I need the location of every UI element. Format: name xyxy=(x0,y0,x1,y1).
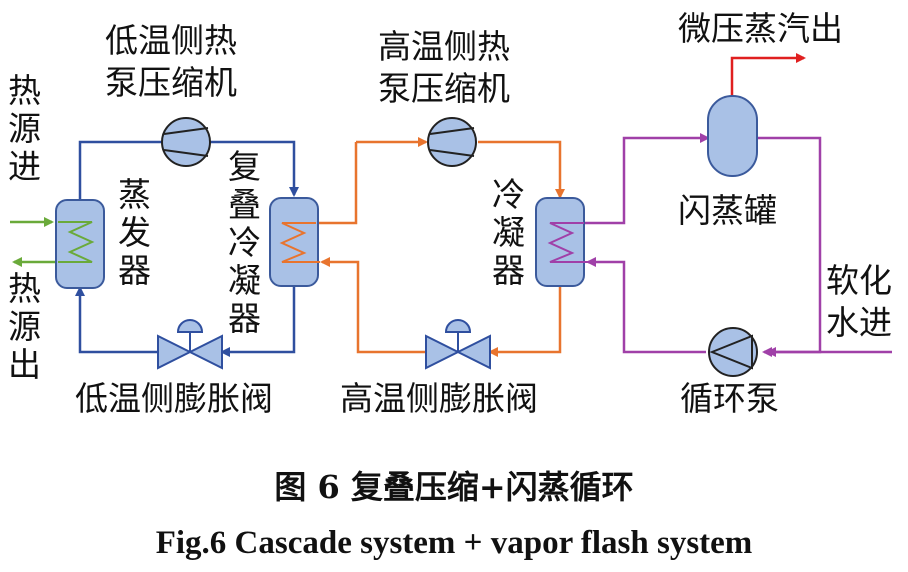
condenser-coil xyxy=(547,222,588,263)
flash-tank-label: 闪蒸罐 xyxy=(678,191,777,230)
heat-source-in-char3: 进 xyxy=(8,147,41,186)
evaporator-label-char1: 蒸 xyxy=(118,175,151,214)
soft-water-label-line1: 软化 xyxy=(826,261,892,300)
cascade-condenser-label-char1: 复 xyxy=(228,147,261,186)
low-temp-loop xyxy=(75,140,299,357)
cascade-condenser xyxy=(269,197,320,287)
cascade-condenser-label-char3: 冷 xyxy=(228,223,261,262)
heat-source-in-char2: 源 xyxy=(8,109,41,148)
condenser-label-char2: 凝 xyxy=(492,213,525,252)
low-pipe-valve-to-evap xyxy=(75,286,158,354)
heat-source-in-char1: 热 xyxy=(8,71,41,110)
water-pipe-pump-to-condenser xyxy=(586,257,706,354)
evaporator xyxy=(55,199,105,289)
high-compressor-label-line1: 高温侧热 xyxy=(378,27,510,66)
low-compressor-label-line2: 泵压缩机 xyxy=(105,63,237,102)
high-valve-label: 高温侧膨胀阀 xyxy=(340,379,538,418)
steam-out-pipe xyxy=(730,53,806,98)
cascade-condenser-label-char5: 器 xyxy=(228,299,261,338)
water-pipe-condenser-to-flash xyxy=(584,133,710,225)
low-pipe-compressor-to-cascade xyxy=(210,140,299,197)
high-temp-loop xyxy=(318,137,565,357)
high-valve-icon xyxy=(425,319,491,370)
low-pipe-evap-to-compressor xyxy=(78,140,162,200)
condenser xyxy=(535,197,588,287)
cascade-condenser-label-char4: 凝 xyxy=(228,261,261,300)
pump-label: 循环泵 xyxy=(680,379,779,418)
evaporator-coil xyxy=(58,221,95,263)
soft-water-label-line2: 水进 xyxy=(826,303,892,342)
evaporator-label-char3: 器 xyxy=(118,251,151,290)
cascade-condenser-label-char2: 叠 xyxy=(228,185,261,224)
steam-out-label: 微压蒸汽出 xyxy=(678,9,843,48)
heat-source-out-char3: 出 xyxy=(8,345,41,384)
low-compressor-icon xyxy=(161,117,211,167)
high-pipe-valve-to-cascade xyxy=(320,257,426,354)
circulation-pump-icon xyxy=(708,327,758,377)
low-pipe-cascade-to-valve xyxy=(220,285,296,357)
heat-source-out-char2: 源 xyxy=(8,307,41,346)
flash-tank xyxy=(707,95,758,177)
water-loop xyxy=(584,133,892,357)
condenser-label-char1: 冷 xyxy=(492,175,525,214)
high-compressor-icon xyxy=(427,117,477,167)
water-pipe-flash-to-pump xyxy=(757,136,822,357)
heat-source-out-char1: 热 xyxy=(8,269,41,308)
high-compressor-label-line2: 泵压缩机 xyxy=(378,69,510,108)
caption-chinese: 图 6 复叠压缩+闪蒸循环 xyxy=(274,468,633,506)
high-pipe-condenser-to-valve xyxy=(488,285,562,357)
condenser-label-char3: 器 xyxy=(492,251,525,290)
caption-english: Fig.6 Cascade system + vapor flash syste… xyxy=(156,525,753,561)
low-valve-icon xyxy=(157,319,223,370)
evaporator-label-char2: 发 xyxy=(118,213,151,252)
cascade-condenser-coil xyxy=(279,222,320,263)
low-compressor-label-line1: 低温侧热 xyxy=(105,21,237,60)
high-pipe-cascade-to-stem xyxy=(318,142,358,225)
heat-source-lines xyxy=(10,217,58,267)
high-pipe-compressor-to-condenser xyxy=(478,140,565,199)
low-valve-label: 低温侧膨胀阀 xyxy=(75,379,273,418)
